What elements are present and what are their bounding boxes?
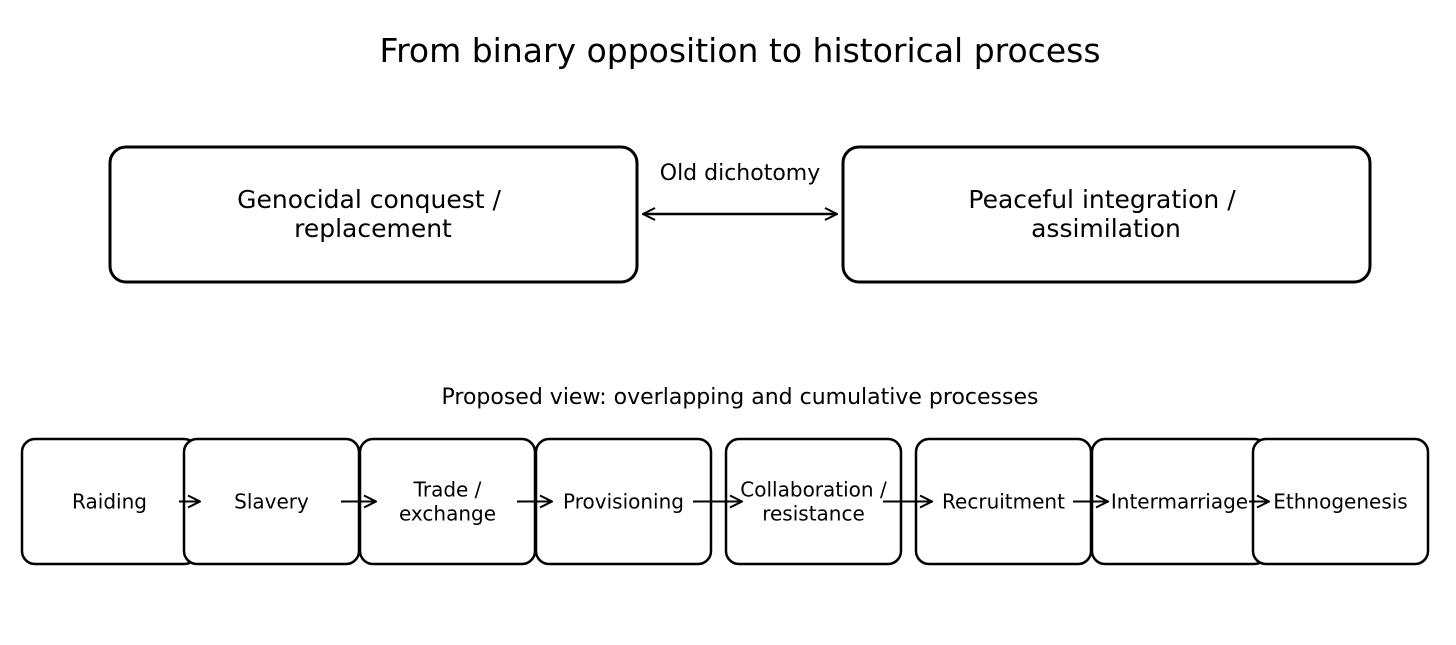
dichotomy-right-label: Peaceful integration / assimilation <box>968 185 1243 243</box>
process-step-label: Provisioning <box>563 490 684 514</box>
process-step: Recruitment <box>914 437 1093 566</box>
process-step: Provisioning <box>534 437 713 566</box>
dichotomy-left-node: Genocidal conquest / replacement <box>108 145 639 284</box>
process-heading: Proposed view: overlapping and cumulativ… <box>442 385 1039 410</box>
process-step-line: Raiding <box>72 490 147 514</box>
process-step-line: Provisioning <box>563 490 684 514</box>
dichotomy-left-line: Genocidal conquest / <box>237 185 501 214</box>
process-step: Raiding <box>20 437 199 566</box>
process-step-line: Trade / <box>413 478 482 502</box>
process-step-line: Intermarriage <box>1111 490 1248 514</box>
process-step-label: Raiding <box>72 490 147 514</box>
dichotomy-right-line: assimilation <box>1031 214 1181 243</box>
process-step: Slavery <box>182 437 361 566</box>
process-step: Ethnogenesis <box>1251 437 1430 566</box>
process-step: Intermarriage <box>1090 437 1269 566</box>
process-step-label: Ethnogenesis <box>1273 490 1407 514</box>
dichotomy-right-line: Peaceful integration / <box>968 185 1236 214</box>
process-step-line: Slavery <box>234 490 309 514</box>
process-step-label: Intermarriage <box>1111 490 1248 514</box>
process-step-label: Slavery <box>234 490 309 514</box>
diagram-title: From binary opposition to historical pro… <box>379 31 1100 70</box>
process-step-line: Collaboration / <box>740 478 887 502</box>
process-step-label: Trade /exchange <box>399 478 496 526</box>
process-chain: Raiding Slavery Trade /exchange Provisionin… <box>20 437 1430 566</box>
dichotomy-right-box <box>841 145 1372 284</box>
dichotomy-right-node: Peaceful integration / assimilation <box>841 145 1372 284</box>
process-step-line: Ethnogenesis <box>1273 490 1407 514</box>
dichotomy-left-box <box>108 145 639 284</box>
dichotomy-connector-label: Old dichotomy <box>660 161 821 186</box>
process-step-line: Recruitment <box>942 490 1065 514</box>
process-step-line: exchange <box>399 502 496 526</box>
dichotomy-left-label: Genocidal conquest / replacement <box>237 185 509 243</box>
process-step-label: Recruitment <box>942 490 1065 514</box>
process-step: Collaboration /resistance <box>724 437 903 566</box>
dichotomy-left-line: replacement <box>294 214 452 243</box>
process-step: Trade /exchange <box>358 437 537 566</box>
process-step-line: resistance <box>762 502 865 526</box>
process-step-label: Collaboration /resistance <box>740 478 887 526</box>
